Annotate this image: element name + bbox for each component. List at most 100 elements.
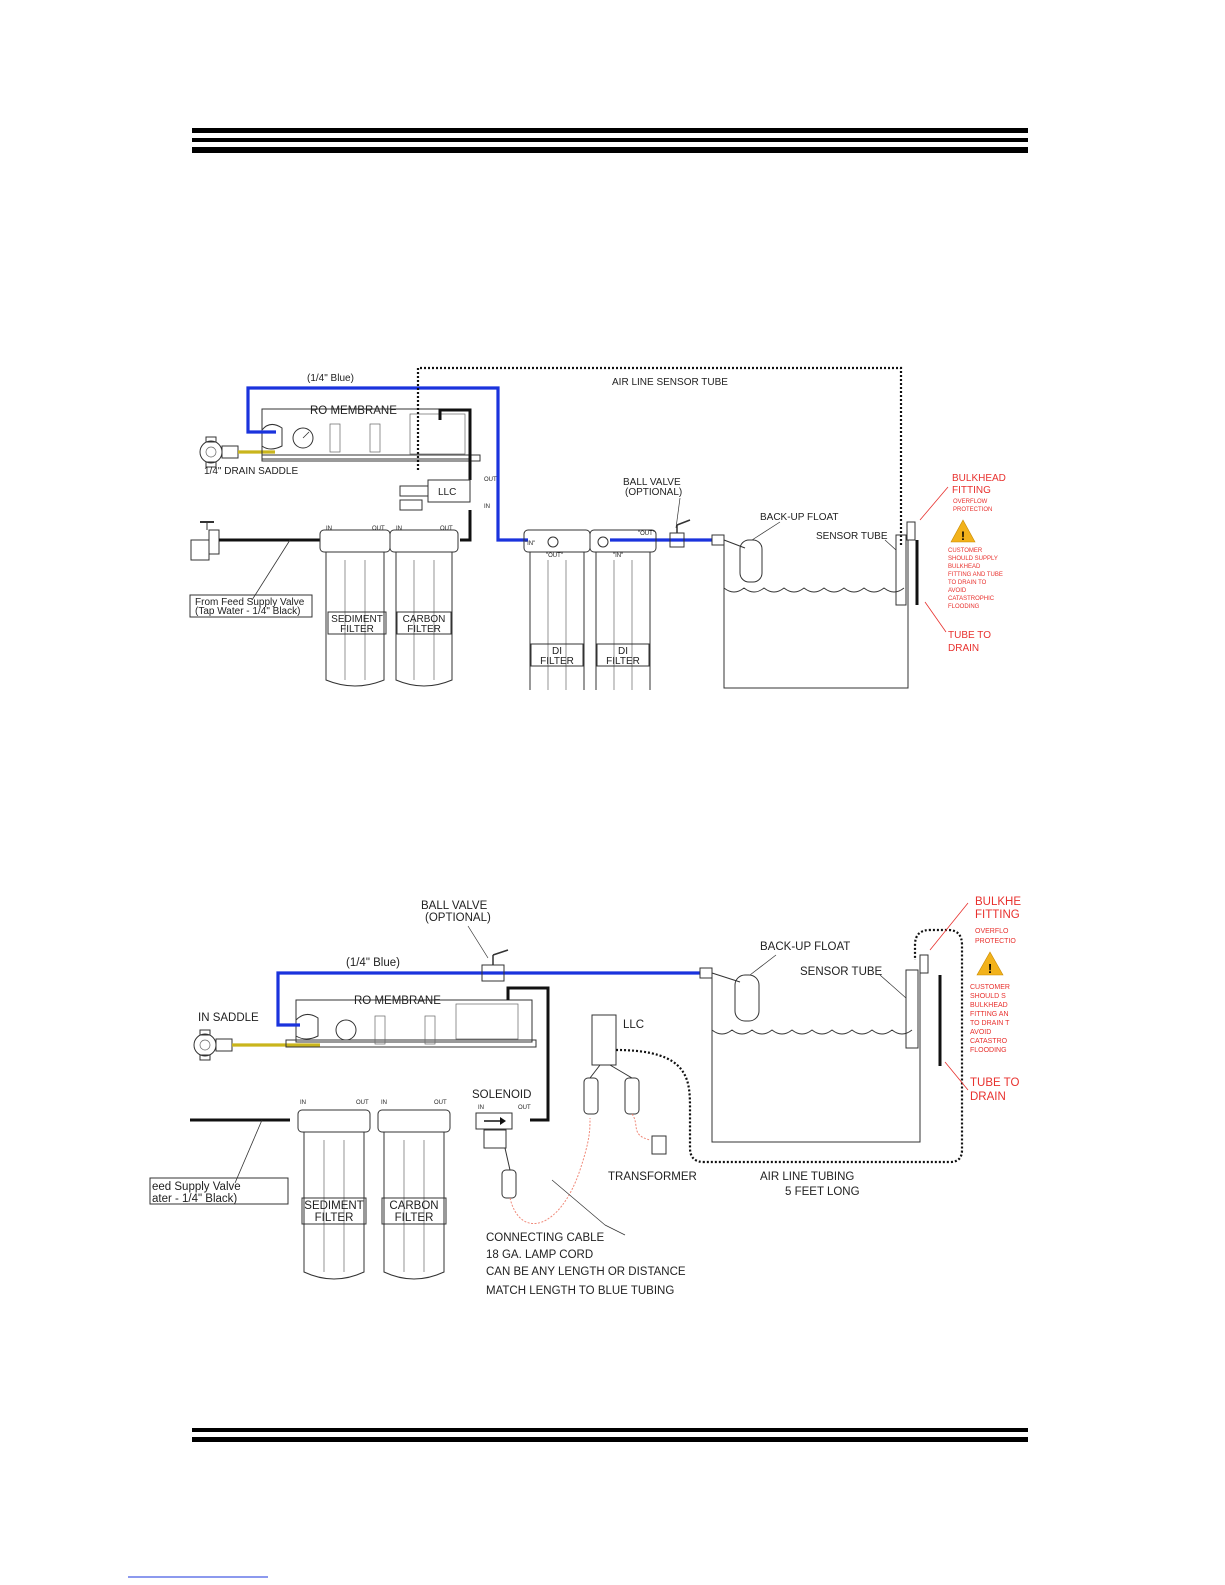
sensor-tube-label: SENSOR TUBE: [816, 531, 888, 542]
backup-float-1: [723, 539, 763, 583]
di-in-label-1: "IN": [525, 541, 535, 547]
sediment-out-label: OUT: [372, 526, 385, 532]
sensor-tube-label: SENSOR TUBE: [800, 966, 883, 978]
customer-note-line: TO DRAIN TO: [948, 580, 987, 586]
carbon-filter-label: FILTER: [395, 1212, 434, 1224]
ro-output-tube: [438, 408, 472, 480]
feed-label-1: eed Supply Valve: [152, 1181, 241, 1193]
ro-membrane-label: RO MEMBRANE: [310, 405, 397, 417]
di-out-label-2: "OUT": [638, 531, 655, 537]
customer-note-line: BULKHEAD: [970, 1002, 1008, 1009]
filter-carbon-2: [377, 1109, 451, 1280]
feed-label-2: (Tap Water - 1/4" Black): [195, 606, 300, 617]
ball-valve-optional-label: (OPTIONAL): [625, 487, 682, 498]
protection-label: PROTECTIO: [975, 938, 1016, 945]
filter-di-1a: [523, 529, 591, 690]
customer-note-line: CUSTOMER: [970, 984, 1010, 991]
blue-tube: [276, 971, 700, 1027]
tube-to-label: TUBE TO: [948, 630, 991, 641]
diagram-2-labels: BALL VALVE (OPTIONAL) (1/4" Blue) RO MEM…: [152, 896, 1021, 1297]
fitting-label: FITTING: [975, 909, 1020, 921]
header-rule: [192, 128, 1028, 153]
di-out-label-1: "OUT": [546, 553, 563, 559]
customer-note-line: AVOID: [948, 588, 967, 594]
blue-tube-label: (1/4" Blue): [346, 957, 400, 969]
diagram-2: !: [149, 902, 1004, 1280]
feed-label-1: From Feed Supply Valve: [195, 597, 305, 608]
backup-float-2: [711, 972, 760, 1022]
carbon-label: CARBON: [403, 614, 446, 625]
bulkhead-label: BULKHEAD: [952, 473, 1006, 484]
drain-label: DRAIN: [948, 643, 979, 654]
customer-note-line: TO DRAIN T: [970, 1020, 1010, 1027]
transformer-label: TRANSFORMER: [608, 1171, 697, 1183]
filter-carbon-1: [389, 529, 459, 687]
ro-output-tube: [506, 986, 550, 1122]
customer-note-line: FITTING AN: [970, 1011, 1009, 1018]
protection-label: PROTECTION: [953, 507, 992, 513]
solenoid-label: SOLENOID: [472, 1089, 531, 1101]
customer-note-line: SHOULD SUPPLY: [948, 556, 998, 562]
customer-note-line: FLOODING: [970, 1047, 1007, 1054]
customer-note-line: CATASTRO: [970, 1038, 1008, 1045]
blue-tube: [246, 386, 528, 542]
backup-float-label: BACK-UP FLOAT: [760, 941, 850, 953]
diagram-1: !: [189, 366, 976, 690]
water-tank-1: [711, 534, 909, 689]
di-in-label-2: "IN": [613, 553, 623, 559]
sediment-filter-label: FILTER: [340, 624, 374, 635]
customer-note-line: FITTING AND TUBE: [948, 572, 1003, 578]
carbon-filter-label: FILTER: [407, 624, 441, 635]
sediment-out-label: OUT: [356, 1100, 369, 1106]
drain-saddle-icon: [193, 1029, 233, 1061]
ball-valve-2: [481, 949, 509, 982]
feed-label-box: [149, 1177, 289, 1205]
ball-valve-label: BALL VALVE: [623, 477, 681, 488]
water-tank-2: [699, 967, 921, 1143]
backup-float-label: BACK-UP FLOAT: [760, 512, 839, 523]
customer-note-line: FLOODING: [948, 604, 980, 610]
drain-saddle-label: 1/4" DRAIN SADDLE: [204, 466, 298, 477]
ro-membrane: [285, 999, 537, 1048]
customer-note-line: BULKHEAD: [948, 564, 981, 570]
solenoid: [475, 1112, 517, 1199]
solenoid-in-label: IN: [478, 1105, 484, 1111]
carbon-out-label: OUT: [434, 1100, 447, 1106]
llc-in-label: IN: [484, 504, 490, 510]
carbon-out-label: OUT: [440, 526, 453, 532]
air-line-sensor-tube: [416, 366, 903, 545]
di-filter-label-2: FILTER: [606, 656, 640, 667]
air-tubing-label-2: 5 FEET LONG: [785, 1186, 860, 1198]
air-tubing-label-1: AIR LINE TUBING: [760, 1171, 854, 1183]
overflow-label: OVERFLO: [975, 928, 1009, 935]
air-line-label: AIR LINE SENSOR TUBE: [612, 377, 728, 388]
diagram-1-labels: (1/4" Blue) RO MEMBRANE 1/4" DRAIN SADDL…: [195, 373, 1006, 667]
fitting-label: FITTING: [952, 485, 991, 496]
ro-membrane-label: RO MEMBRANE: [354, 995, 441, 1007]
llc-out-label: OUT: [484, 477, 497, 483]
di-label-1: DI: [552, 646, 562, 657]
sediment-label: SEDIMENT: [331, 614, 383, 625]
feed-label-2: ater - 1/4" Black): [152, 1193, 237, 1205]
drain-label: DRAIN: [970, 1091, 1006, 1103]
llc-unit: [399, 479, 471, 511]
ball-valve-optional-label: (OPTIONAL): [425, 912, 491, 924]
sediment-in-label: IN: [300, 1100, 306, 1106]
drain-saddle-icon: [199, 436, 239, 468]
warning-icon: !: [950, 519, 976, 543]
sediment-filter-label: FILTER: [315, 1212, 354, 1224]
tube-to-label: TUBE TO: [970, 1077, 1019, 1089]
connecting-cable: [509, 1117, 591, 1224]
sensor-tube-2: [905, 969, 919, 1049]
cable-label-1: CONNECTING CABLE: [486, 1232, 605, 1244]
feed-supply-valve-icon: [190, 521, 220, 561]
bulkhead-fitting-1: [906, 521, 919, 605]
transformer-icon: [651, 1135, 667, 1155]
feed-label-box: [189, 594, 313, 618]
filter-sediment-2: [297, 1109, 371, 1280]
customer-note-line: AVOID: [970, 1029, 991, 1036]
solenoid-out-label: OUT: [518, 1105, 531, 1111]
filter-sediment-1: [319, 529, 391, 687]
ball-valve-1: [669, 519, 691, 548]
